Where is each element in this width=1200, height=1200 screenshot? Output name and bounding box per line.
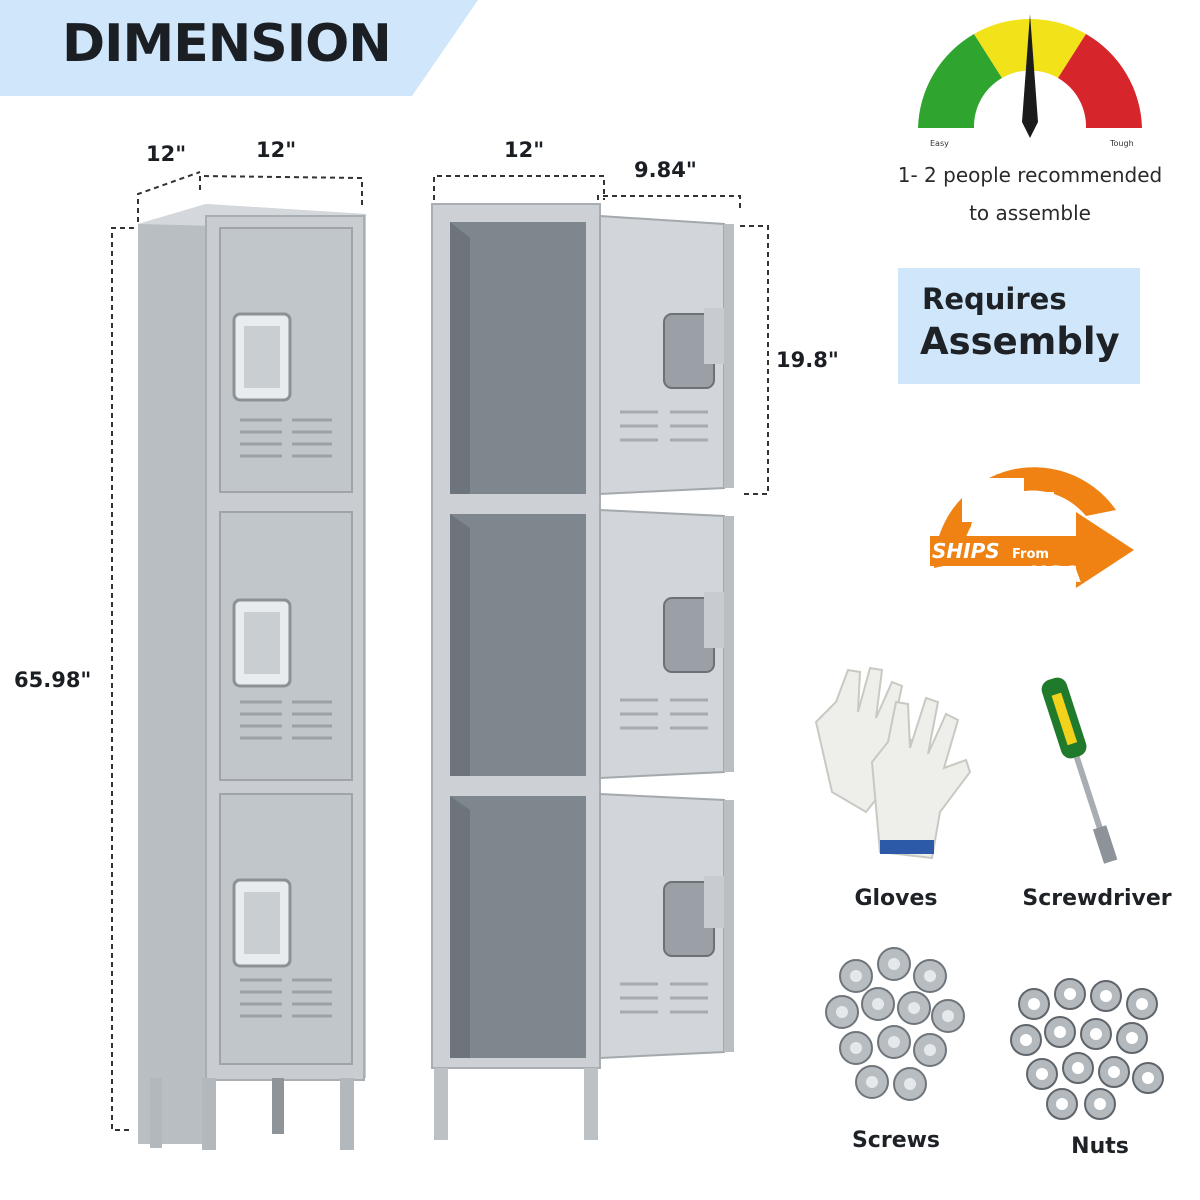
screwdriver-icon bbox=[1041, 677, 1118, 864]
screwdriver-label: Screwdriver bbox=[1022, 886, 1172, 911]
ships-from-usa-icon: SHIPS From USA bbox=[930, 467, 1134, 588]
from-label: From bbox=[1012, 547, 1049, 562]
dimension-door-width: 9.84" bbox=[634, 158, 697, 182]
screws-icon bbox=[825, 947, 965, 1101]
dimension-height: 65.98" bbox=[14, 668, 92, 692]
assembly-line-2: Assembly bbox=[920, 320, 1120, 363]
ships-label: SHIPS bbox=[932, 539, 1000, 563]
dimension-width: 12" bbox=[256, 138, 297, 162]
difficulty-gauge-icon: Easy Tough bbox=[918, 14, 1142, 148]
people-line-1: 1- 2 people recommended bbox=[897, 163, 1163, 187]
closed-locker-image bbox=[138, 204, 366, 1150]
open-locker-image bbox=[431, 203, 734, 1140]
nuts-label: Nuts bbox=[1071, 1134, 1129, 1159]
page-title: DIMENSION bbox=[62, 14, 392, 74]
people-line-2: to assemble bbox=[969, 201, 1091, 225]
dimension-depth: 12" bbox=[146, 142, 187, 166]
assembly-line-1: Requires bbox=[922, 282, 1067, 316]
gloves-icon bbox=[814, 666, 972, 860]
nuts-icon bbox=[1010, 978, 1164, 1120]
usa-label: USA bbox=[1030, 563, 1081, 588]
gauge-tough-label: Tough bbox=[1109, 139, 1134, 148]
assembly-people-note: 1- 2 people recommended to assemble bbox=[880, 156, 1180, 232]
dimension-interior-width: 12" bbox=[504, 138, 545, 162]
requires-assembly-badge bbox=[898, 268, 1140, 384]
dimension-compartment-height: 19.8" bbox=[776, 348, 839, 372]
title-banner bbox=[0, 0, 478, 96]
screws-label: Screws bbox=[851, 1128, 941, 1153]
gauge-easy-label: Easy bbox=[930, 139, 949, 148]
gloves-label: Gloves bbox=[854, 886, 938, 911]
